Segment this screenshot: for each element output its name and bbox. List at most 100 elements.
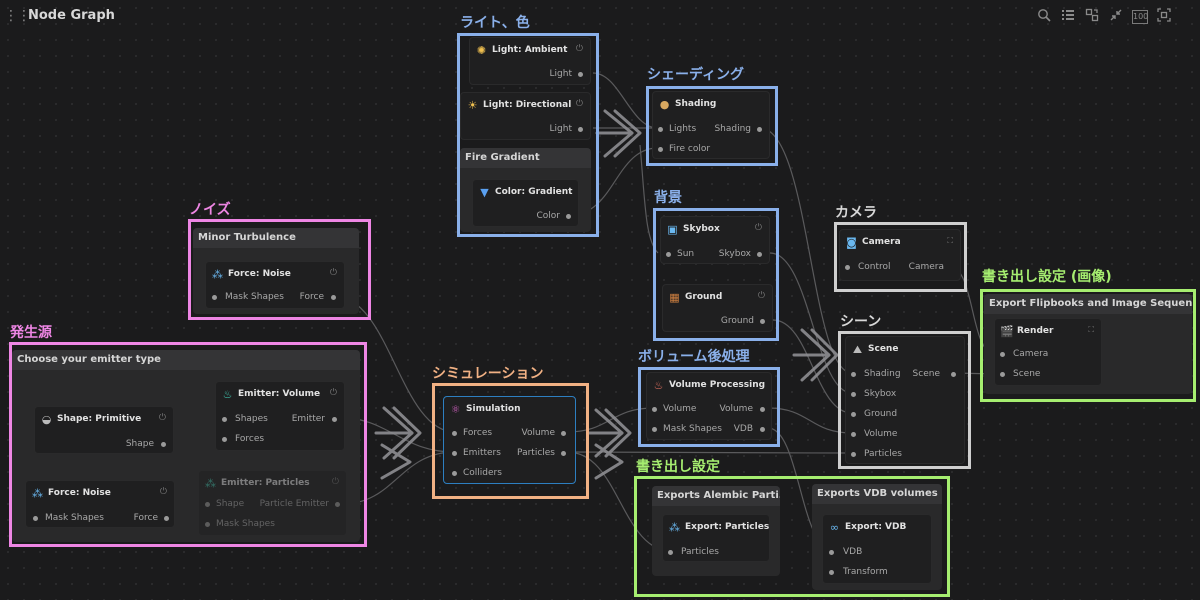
output-port[interactable]	[331, 295, 336, 300]
input-port[interactable]	[829, 570, 834, 575]
port-label: Fire color	[669, 144, 711, 154]
zoom-100-icon[interactable]: 100	[1132, 10, 1148, 24]
group-emitter-type[interactable]: Choose your emitter type ◒ Shape: Primit…	[12, 350, 360, 542]
port-label: Volume	[719, 404, 753, 414]
collapse-icon[interactable]	[1108, 8, 1124, 24]
port-label: Scene	[1013, 369, 1041, 379]
input-port[interactable]	[452, 431, 457, 436]
group-title: Exports VDB volumes	[812, 484, 942, 504]
power-icon[interactable]: ⏻	[575, 99, 583, 109]
node-export-particles[interactable]: ⁂ Export: Particles Particles	[662, 514, 770, 562]
input-port[interactable]	[652, 427, 657, 432]
ground-icon: ▦	[669, 291, 680, 304]
input-port[interactable]	[851, 392, 856, 397]
power-icon[interactable]: ⏻	[754, 223, 762, 233]
power-icon[interactable]: ⏻	[158, 413, 166, 423]
output-port[interactable]	[760, 319, 765, 324]
output-port[interactable]	[332, 417, 337, 422]
node-light-directional[interactable]: ☀ Light: Directional ⏻ Light	[460, 92, 591, 140]
node-emitter-particles[interactable]: ⁂ Emitter: Particles ⏻ Shape Particle Em…	[198, 470, 347, 536]
node-ground[interactable]: ▦ Ground ⏻ Ground	[662, 284, 773, 332]
input-port[interactable]	[851, 452, 856, 457]
input-port[interactable]	[658, 147, 663, 152]
input-port[interactable]	[1000, 352, 1005, 357]
input-port[interactable]	[205, 522, 210, 527]
label-export-settings: 書き出し設定	[636, 459, 720, 475]
output-port[interactable]	[566, 214, 571, 219]
input-port[interactable]	[452, 451, 457, 456]
list-icon[interactable]	[1060, 8, 1076, 24]
output-port[interactable]	[757, 127, 762, 132]
node-force-noise-bottom[interactable]: ⁂ Force: Noise ⏻ Mask Shapes Force	[25, 480, 175, 528]
port-label: Camera	[908, 262, 944, 272]
input-port[interactable]	[452, 471, 457, 476]
input-port[interactable]	[222, 417, 227, 422]
power-icon[interactable]: ⏻	[329, 388, 337, 398]
fit-icon[interactable]	[1156, 8, 1172, 24]
power-icon[interactable]: ⏻	[757, 291, 765, 301]
node-color-gradient[interactable]: ▼ Color: Gradient Color	[472, 179, 579, 227]
node-simulation[interactable]: ⚛ Simulation Forces Volume Emitters Part…	[443, 396, 576, 484]
node-camera[interactable]: ◙ Camera ⛶ Control Camera	[839, 229, 961, 281]
output-port[interactable]	[561, 431, 566, 436]
output-port[interactable]	[757, 252, 762, 257]
input-port[interactable]	[652, 407, 657, 412]
output-port[interactable]	[164, 516, 169, 521]
input-port[interactable]	[1000, 372, 1005, 377]
output-port[interactable]	[578, 72, 583, 77]
node-emitter-volume[interactable]: ♨ Emitter: Volume ⏻ Shapes Emitter Force…	[215, 381, 345, 451]
output-port[interactable]	[161, 442, 166, 447]
label-export-images: 書き出し設定 (画像)	[982, 269, 1112, 285]
port-label: Shape	[125, 439, 154, 449]
output-port[interactable]	[760, 407, 765, 412]
input-port[interactable]	[829, 550, 834, 555]
input-port[interactable]	[851, 372, 856, 377]
input-port[interactable]	[666, 252, 671, 257]
input-port[interactable]	[668, 550, 673, 555]
group-exports-alembic[interactable]: Exports Alembic Parti... ⁂ Export: Parti…	[652, 486, 780, 576]
power-icon[interactable]: ⏻	[329, 268, 337, 278]
layout-icon[interactable]	[1084, 8, 1100, 24]
power-icon[interactable]: ⏻	[575, 44, 583, 54]
power-icon[interactable]: ⏻	[331, 477, 339, 487]
emitter-particles-icon: ⁂	[205, 477, 216, 490]
expand-icon[interactable]: ⛶	[1088, 325, 1094, 334]
input-port[interactable]	[33, 516, 38, 521]
power-icon[interactable]: ⏻	[159, 487, 167, 497]
port-label: Forces	[463, 428, 493, 438]
input-port[interactable]	[851, 412, 856, 417]
simulation-atom-icon: ⚛	[450, 403, 461, 416]
input-port[interactable]	[212, 295, 217, 300]
drag-handle-icon[interactable]: ⋮⋮	[4, 8, 31, 24]
render-clapper-icon: 🎬	[1000, 325, 1014, 338]
output-port[interactable]	[760, 427, 765, 432]
input-port[interactable]	[222, 437, 227, 442]
output-port[interactable]	[335, 502, 340, 507]
port-label: Force	[299, 292, 324, 302]
node-export-vdb[interactable]: ∞ Export: VDB VDB Transform	[822, 514, 932, 584]
input-port[interactable]	[205, 502, 210, 507]
export-particles-icon: ⁂	[669, 521, 680, 534]
node-shading[interactable]: ● Shading Lights Shading Fire color	[652, 91, 770, 159]
node-light-ambient[interactable]: ✺ Light: Ambient ⏻ Light	[469, 37, 591, 85]
node-scene[interactable]: ⛰ Scene Shading Scene Skybox Ground Volu…	[845, 336, 965, 464]
input-port[interactable]	[658, 127, 663, 132]
group-fire-gradient[interactable]: Fire Gradient ▼ Color: Gradient Color	[460, 148, 591, 232]
node-title: Camera	[862, 237, 901, 247]
search-icon[interactable]	[1036, 8, 1052, 24]
node-force-noise-top[interactable]: ⁂ Force: Noise ⏻ Mask Shapes Force	[205, 261, 345, 309]
group-minor-turbulence[interactable]: Minor Turbulence ⁂ Force: Noise ⏻ Mask S…	[193, 228, 359, 314]
expand-icon[interactable]: ⛶	[947, 236, 953, 245]
input-port[interactable]	[845, 265, 850, 270]
node-title: Ground	[685, 292, 723, 302]
output-port[interactable]	[578, 127, 583, 132]
output-port[interactable]	[561, 451, 566, 456]
output-port[interactable]	[951, 372, 956, 377]
node-volume-processing[interactable]: ♨ Volume Processing Volume Volume Mask S…	[646, 372, 772, 440]
group-exports-vdb[interactable]: Exports VDB volumes ∞ Export: VDB VDB Tr…	[812, 484, 942, 590]
input-port[interactable]	[851, 432, 856, 437]
node-shape-primitive[interactable]: ◒ Shape: Primitive ⏻ Shape	[34, 406, 174, 454]
node-skybox[interactable]: ▣ Skybox ⏻ Sun Skybox	[660, 216, 770, 264]
group-export-flipbooks[interactable]: Export Flipbooks and Image Sequences 🎬 R…	[984, 294, 1192, 394]
node-render[interactable]: 🎬 Render ⛶ Camera Scene	[994, 318, 1102, 386]
